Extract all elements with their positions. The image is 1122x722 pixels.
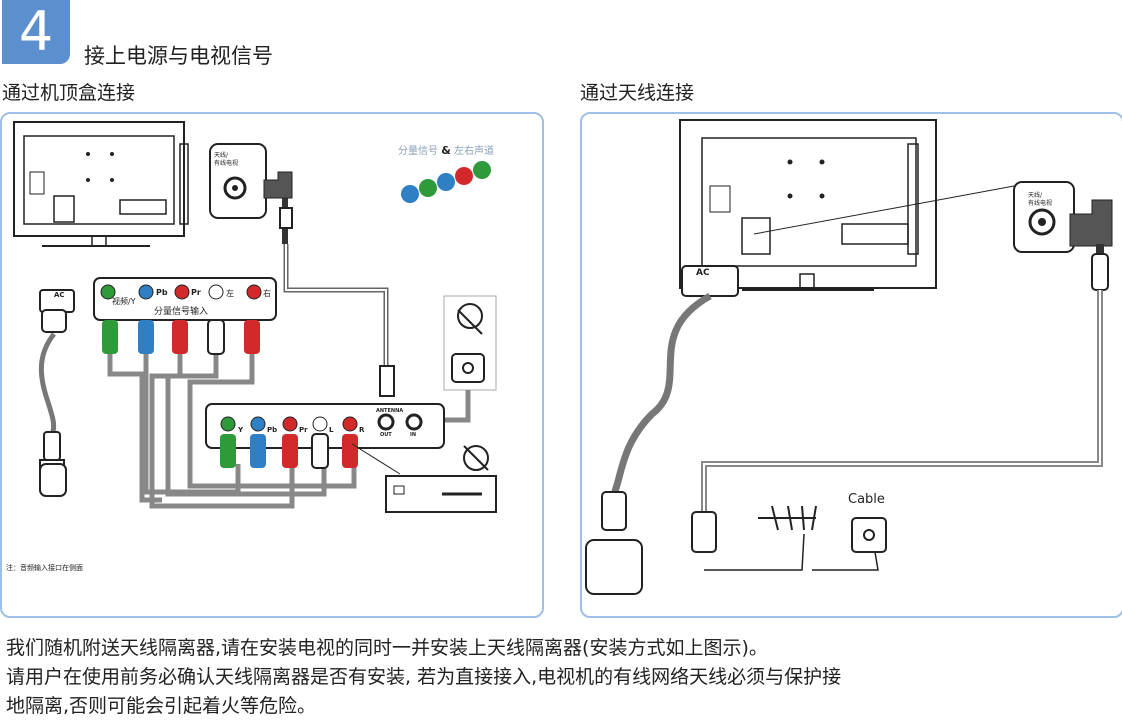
caption-line-1: 我们随机附送天线隔离器,请在安装电视的同时一并安装上天线隔离器(安装方式如上图示… (6, 637, 768, 659)
tv-input-label-left: 左 (226, 289, 234, 298)
power-cord-right (610, 292, 712, 496)
wall-outlet-right (585, 539, 643, 595)
antenna-port-label-right: 天线/ 有线电视 (1028, 192, 1053, 207)
stb-label-pr: Pr (299, 426, 308, 434)
stb-out-label: OUT (380, 432, 392, 438)
step-title: 接上电源与电视信号 (84, 44, 273, 68)
set-top-box (351, 443, 497, 513)
tv-component-input-panel (93, 277, 277, 321)
tv-input-label-right: 右 (263, 289, 271, 298)
tv-rear-panel (13, 121, 189, 247)
component-cables (107, 354, 357, 509)
tv-rca-plugs (102, 319, 260, 355)
tv-input-caption: 分量信号输入 (154, 307, 209, 317)
tv-input-label-pr: Pr (191, 288, 201, 297)
left-panel-heading: 通过机顶盒连接 (2, 82, 136, 104)
component-callout-text: 分量信号 (398, 146, 438, 157)
ac-label: AC (54, 291, 65, 299)
coax-cable (283, 244, 389, 376)
component-callout-text2: 左右声道 (453, 146, 494, 157)
ac-inlet-right (681, 265, 739, 297)
caption-line-2: 请用户在使用前务必确认天线隔离器是否有安装, 若为直接接入,电视机的有线网络天线… (6, 666, 842, 688)
stb-rca-plugs (220, 433, 358, 469)
set-top-box-connection-illustration (13, 121, 497, 513)
set-top-box-diagram: AC 天线/ 有线电视 视频/Y Pb Pr 左 右 分量信号输入 Y Pb P… (0, 112, 544, 618)
ac-label-right: AC (696, 268, 710, 278)
antenna-diagram: AC 天线/ 有线电视 Cable (580, 112, 1122, 618)
step-number-badge: 4 (2, 0, 70, 64)
tv-mount-dots-right (787, 159, 825, 199)
antenna-isolator-right (1013, 181, 1113, 291)
stb-label-pb: Pb (267, 426, 278, 434)
cable-wall-plate (851, 517, 887, 553)
side-audio-note: 注：音频输入接口在侧面 (6, 564, 83, 572)
tv-input-label-y: 视频/Y (112, 297, 136, 306)
component-callout-amp: & (441, 144, 451, 157)
caption-line-3: 地隔离,否则可能会引起着火等危险。 (6, 695, 317, 717)
right-panel-heading: 通过天线连接 (580, 82, 695, 104)
antenna-port-label: 天线/ 有线电视 (214, 152, 239, 167)
satellite-wall-plate (443, 295, 497, 391)
stb-antenna-label: ANTENNA (376, 408, 404, 414)
coax-cable-right (701, 290, 1103, 514)
stb-label-r: R (359, 426, 365, 434)
tv-mount-dots (86, 152, 114, 182)
cable-label: Cable (848, 492, 885, 507)
tv-antenna (758, 505, 817, 531)
component-plugs-callout (401, 161, 491, 203)
stb-label-l: L (329, 426, 334, 434)
instruction-caption: 我们随机附送天线隔离器,请在安装电视的同时一并安装上天线隔离器(安装方式如上图示… (6, 634, 1116, 721)
antenna-lead (704, 533, 805, 571)
tv-input-label-pb: Pb (156, 288, 168, 297)
stb-in-label: IN (410, 432, 417, 438)
antenna-isolator (209, 143, 293, 244)
component-callout-label: 分量信号 & 左右声道 (398, 142, 494, 157)
wall-outlet (39, 463, 67, 497)
tv-rear-panel-right (679, 119, 937, 291)
antenna-connection-illustration (585, 119, 1113, 595)
stb-label-y: Y (238, 426, 244, 434)
